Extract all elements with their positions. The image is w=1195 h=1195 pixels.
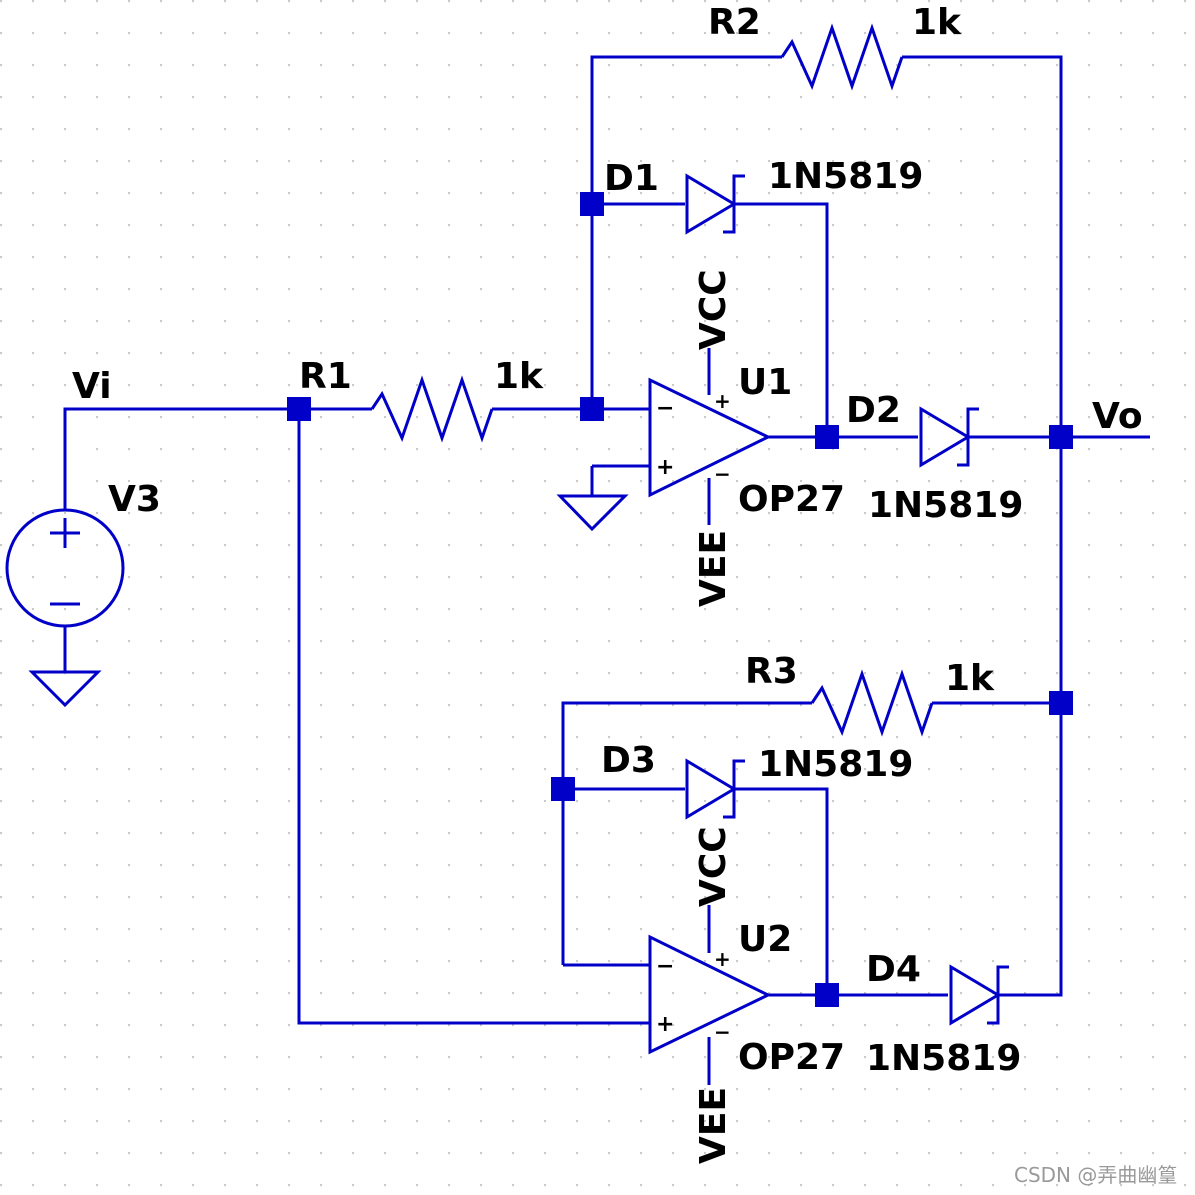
label-u1-vee: VEE <box>693 530 734 607</box>
ground-symbol-v3 <box>28 670 102 708</box>
voltage-source-v3[interactable] <box>5 508 125 628</box>
junction-node <box>580 192 604 216</box>
junction-node <box>580 397 604 421</box>
junction-node <box>287 397 311 421</box>
resistor-r2[interactable] <box>780 23 904 91</box>
label-u1: U1 <box>738 362 792 403</box>
wire-r3-left <box>561 701 812 965</box>
u1-vcc-plus-sign: + <box>714 389 731 413</box>
resistor-r3[interactable] <box>810 669 934 737</box>
net-label-vo: Vo <box>1092 396 1143 437</box>
wire-r2-right <box>902 55 1063 703</box>
diode-d2[interactable] <box>919 406 979 468</box>
u1-vee-minus-sign: − <box>714 462 731 486</box>
label-d4-model: 1N5819 <box>866 1038 1021 1079</box>
label-u2-model: OP27 <box>738 1037 845 1078</box>
label-u2: U2 <box>738 919 792 960</box>
wire-feedback-left <box>590 55 782 409</box>
wire-d1-right <box>735 202 829 437</box>
wire-r3-right <box>932 701 1063 997</box>
junction-node <box>1049 425 1073 449</box>
label-r3: R3 <box>745 651 798 692</box>
wire-vi <box>63 407 299 510</box>
label-u1-model: OP27 <box>738 479 845 520</box>
junction-node <box>815 983 839 1007</box>
label-r2: R2 <box>708 2 761 43</box>
label-d2-model: 1N5819 <box>868 485 1023 526</box>
net-label-vi: Vi <box>72 366 112 407</box>
resistor-r1[interactable] <box>370 375 494 443</box>
wires <box>63 55 1150 1085</box>
wire-d3-right <box>735 787 829 995</box>
u1-minus-sign: − <box>656 396 674 421</box>
label-v3: V3 <box>108 479 161 520</box>
label-d3: D3 <box>601 740 656 781</box>
label-d1-model: 1N5819 <box>768 156 923 197</box>
label-d2: D2 <box>846 390 901 431</box>
junction-node <box>815 425 839 449</box>
junction-nodes <box>287 192 1073 1007</box>
label-d3-model: 1N5819 <box>758 744 913 785</box>
ground-symbol-u1 <box>556 494 629 532</box>
label-u2-vcc: VCC <box>693 826 734 907</box>
junction-node <box>551 777 575 801</box>
u2-vee-minus-sign: − <box>714 1020 731 1044</box>
opamp-u1[interactable] <box>648 377 772 498</box>
junction-node <box>1049 691 1073 715</box>
label-d4: D4 <box>866 949 921 990</box>
diode-d4[interactable] <box>949 964 1009 1026</box>
diode-d1[interactable] <box>685 173 745 235</box>
label-d1: D1 <box>604 158 659 199</box>
u2-minus-sign: − <box>656 954 674 979</box>
wire-u2-plus <box>297 409 650 1025</box>
label-r1-value: 1k <box>494 356 544 397</box>
label-r2-value: 1k <box>912 2 962 43</box>
label-u2-vee: VEE <box>693 1087 734 1164</box>
label-u1-vcc: VCC <box>693 269 734 350</box>
watermark: CSDN @弄曲幽篁 <box>1014 1163 1177 1187</box>
opamp-u2[interactable] <box>648 934 772 1055</box>
label-r1: R1 <box>299 356 352 397</box>
diode-d3[interactable] <box>685 758 745 820</box>
label-r3-value: 1k <box>945 658 995 699</box>
u2-vcc-plus-sign: + <box>714 947 731 971</box>
u2-plus-sign: + <box>656 1012 674 1037</box>
u1-plus-sign: + <box>656 455 674 480</box>
